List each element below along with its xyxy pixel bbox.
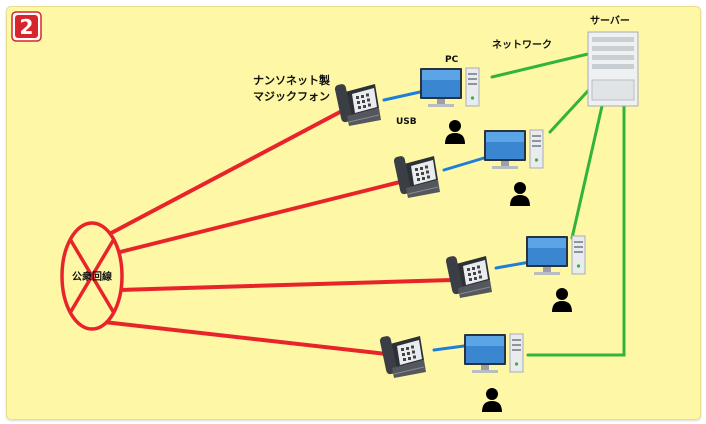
- network-link: [526, 104, 626, 357]
- telephone-icon: [392, 154, 441, 199]
- network-links: [490, 52, 626, 357]
- desktop-computer-icon: [463, 333, 524, 374]
- phone-title-line1: ナンソネット製: [253, 73, 331, 87]
- usb-link: [382, 90, 422, 102]
- public-line-label: 公衆回線: [72, 270, 112, 283]
- phone-lines: [96, 110, 454, 356]
- phone-line: [102, 320, 388, 356]
- network-link: [570, 104, 604, 240]
- server-tower-icon: [587, 31, 639, 107]
- network-label: ネットワーク: [492, 39, 552, 51]
- telephone-icon: [444, 254, 493, 299]
- usb-link: [432, 344, 466, 352]
- person-icon: [482, 388, 502, 412]
- phone-line: [110, 180, 402, 256]
- desktop-computer-icon: [419, 67, 480, 108]
- crossed-circle-icon: [60, 221, 124, 331]
- pc-label: PC: [445, 55, 459, 65]
- desktop-computer-icon: [525, 235, 586, 276]
- desktop-computer-icon: [483, 129, 544, 170]
- phone-title-line2: マジックフォン: [253, 90, 330, 103]
- server-label: サーバー: [590, 15, 630, 27]
- phone-line: [96, 110, 342, 242]
- person-icon: [445, 120, 465, 144]
- badge-number: 2: [20, 15, 34, 39]
- usb-label: USB: [396, 117, 417, 127]
- person-icon: [552, 288, 572, 312]
- usb-links: [382, 90, 532, 352]
- network-link: [490, 52, 590, 79]
- usb-link: [494, 260, 532, 270]
- telephone-icon: [333, 82, 382, 127]
- person-icon: [510, 182, 530, 206]
- phone-line: [116, 278, 454, 292]
- telephone-icon: [378, 334, 427, 379]
- usb-link: [442, 156, 486, 172]
- number-badge-icon: 2: [11, 11, 42, 42]
